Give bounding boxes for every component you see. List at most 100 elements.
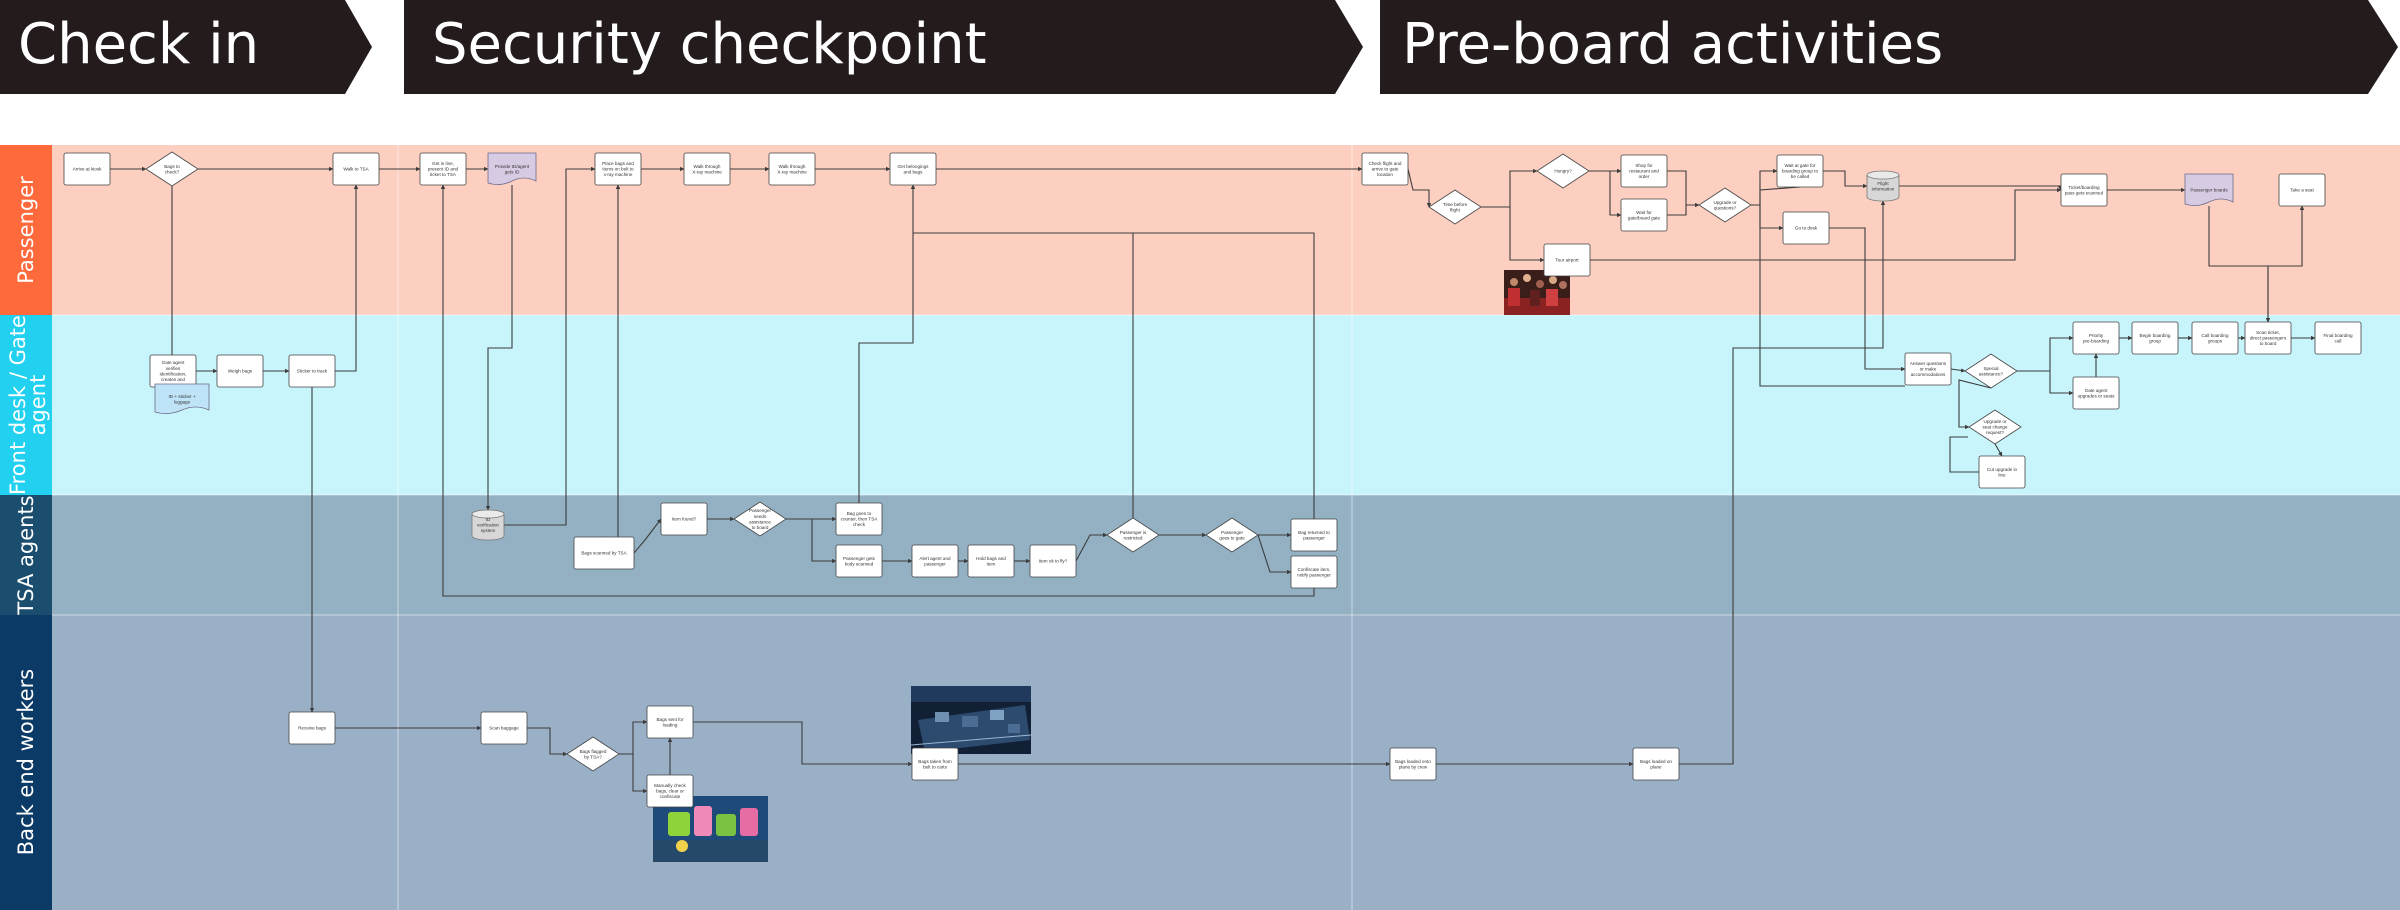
node-p-aboard[interactable]: Passenger boards (2184, 173, 2234, 206)
node-f-weigh[interactable]: Weigh bags (216, 354, 264, 388)
chevron-shape (1380, 0, 2398, 94)
node-label: Receive bags (298, 726, 327, 731)
node-label: system (481, 528, 496, 533)
node-label: Item ok to fly? (1039, 559, 1068, 564)
connector-19 (786, 518, 837, 564)
node-label: Hungry? (1554, 169, 1572, 174)
connectors (110, 166, 2316, 794)
node-t-scan-bags[interactable]: Bags scanned by TSA (573, 536, 635, 570)
node-label: Confiscate item, (1298, 567, 1331, 572)
chevron-shape (404, 0, 1363, 94)
node-b-scan[interactable]: Scan baggage (480, 711, 528, 745)
node-label: Scan baggage (489, 726, 519, 731)
node-f-doc-luggage[interactable]: ID + sticker +luggage (154, 383, 210, 414)
node-label: Wait at gate for (1785, 163, 1816, 168)
connector-26 (1257, 534, 1292, 575)
node-p-tour[interactable]: Tour airport (1543, 243, 1591, 277)
node-t-confiscate[interactable]: Confiscate item,notify passenger (1290, 555, 1338, 589)
node-label: notify passenger (1297, 572, 1331, 577)
node-p-take-seat[interactable]: Take a seat (2278, 173, 2326, 207)
node-p-arrive[interactable]: Arrive at kiosk (63, 152, 111, 186)
connector-59 (1994, 443, 2003, 457)
node-label: Gate agent (2085, 388, 2108, 393)
node-p-hungry[interactable]: Hungry? (1536, 153, 1590, 189)
node-label: request? (1986, 430, 2004, 435)
node-p-walk-tsa[interactable]: Walk to TSA (332, 152, 380, 186)
node-label: belt to carts (923, 764, 947, 769)
node-label: verification (477, 523, 499, 528)
node-label: X-ray machine (777, 169, 807, 174)
node-b-receive[interactable]: Receive bags (288, 711, 336, 745)
document-shape (487, 152, 537, 185)
connector-27 (858, 184, 916, 503)
phase-pre-board-activities: Pre-board activities (1380, 0, 2398, 94)
node-label: check (853, 522, 866, 527)
decision-diamond (1698, 187, 1752, 223)
node-label: to board (2260, 341, 2277, 346)
process-box (332, 152, 380, 186)
node-label: groups (2208, 338, 2223, 343)
node-t-nothing-found[interactable]: Item found? (660, 502, 708, 536)
node-label: Bags flagged (580, 749, 607, 754)
node-label: Passenger (1221, 530, 1243, 535)
node-label: seat change (1982, 425, 2007, 430)
node-f-agent-verify[interactable]: Gate agentverifiesidentification,creates… (149, 354, 197, 388)
node-label: x-ray machine (604, 172, 633, 177)
phase-security-checkpoint: Security checkpoint (404, 0, 1363, 94)
node-f-sticker[interactable]: Sticker to track (288, 354, 336, 388)
decision-diamond (733, 501, 787, 537)
baggage-belt-photo (910, 686, 1032, 754)
node-label: call (2335, 338, 2342, 343)
process-box (1620, 198, 1668, 232)
process-box (419, 152, 467, 186)
process-box (1361, 152, 1409, 186)
connector-32 (527, 727, 568, 757)
node-p-go-desk[interactable]: Go to desk (1782, 211, 1830, 245)
node-label: plane (1650, 764, 1662, 769)
node-t-item-ok[interactable]: Item ok to fly? (1029, 544, 1077, 578)
node-label: passenger (1303, 535, 1325, 540)
